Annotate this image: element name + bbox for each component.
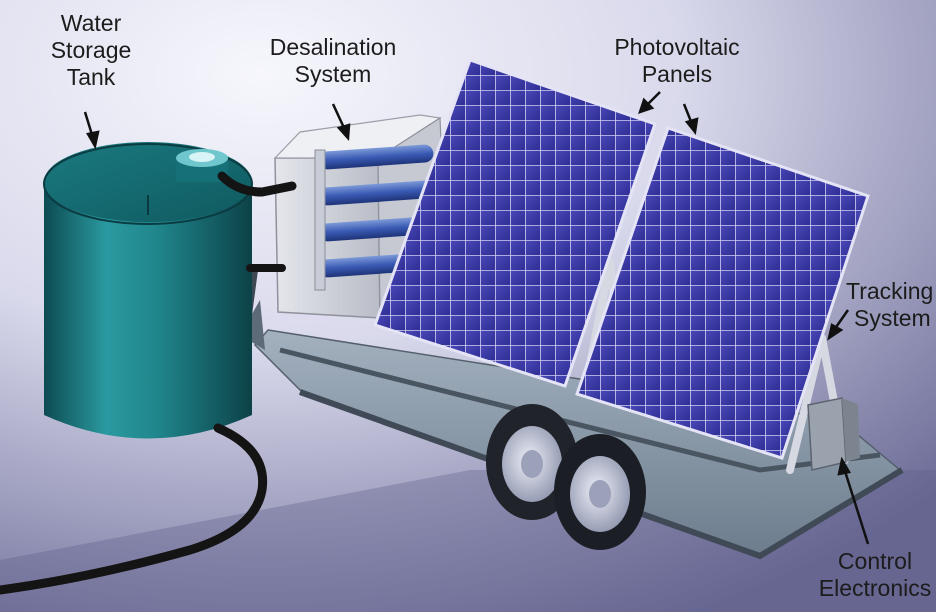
photovoltaic-panels: [373, 58, 870, 460]
label-photovoltaic-panels: Photovoltaic Panels: [614, 34, 740, 87]
control-electronics-box: [807, 397, 860, 471]
photovoltaic-panel-icon: [373, 58, 657, 388]
arrow-panel-left: [638, 91, 661, 114]
arrow-water-tank: [83, 111, 100, 150]
arrow-desalination: [331, 103, 351, 142]
tank-body: [44, 182, 252, 439]
label-water-storage-tank: Water Storage Tank: [50, 10, 132, 90]
hose-inlet: [217, 171, 297, 197]
label-desalination-system: Desalination System: [269, 34, 397, 87]
wheels: [486, 404, 646, 550]
hose-outlet: [0, 423, 268, 595]
label-control-electronics: Control Electronics: [818, 548, 932, 601]
wheel-icon: [554, 434, 646, 550]
wheel-icon: [486, 404, 578, 520]
arrow-control: [837, 456, 870, 545]
tank-rim: [43, 143, 253, 225]
callout-arrows: [83, 91, 870, 545]
water-tank-icon: [43, 142, 253, 439]
tank-cap: [176, 149, 228, 182]
arrow-tracking: [827, 309, 850, 341]
arrow-panel-right: [682, 103, 699, 136]
photovoltaic-panel-icon: [575, 126, 870, 460]
label-tracking-system: Tracking System: [846, 278, 934, 331]
hoses: [0, 171, 297, 595]
